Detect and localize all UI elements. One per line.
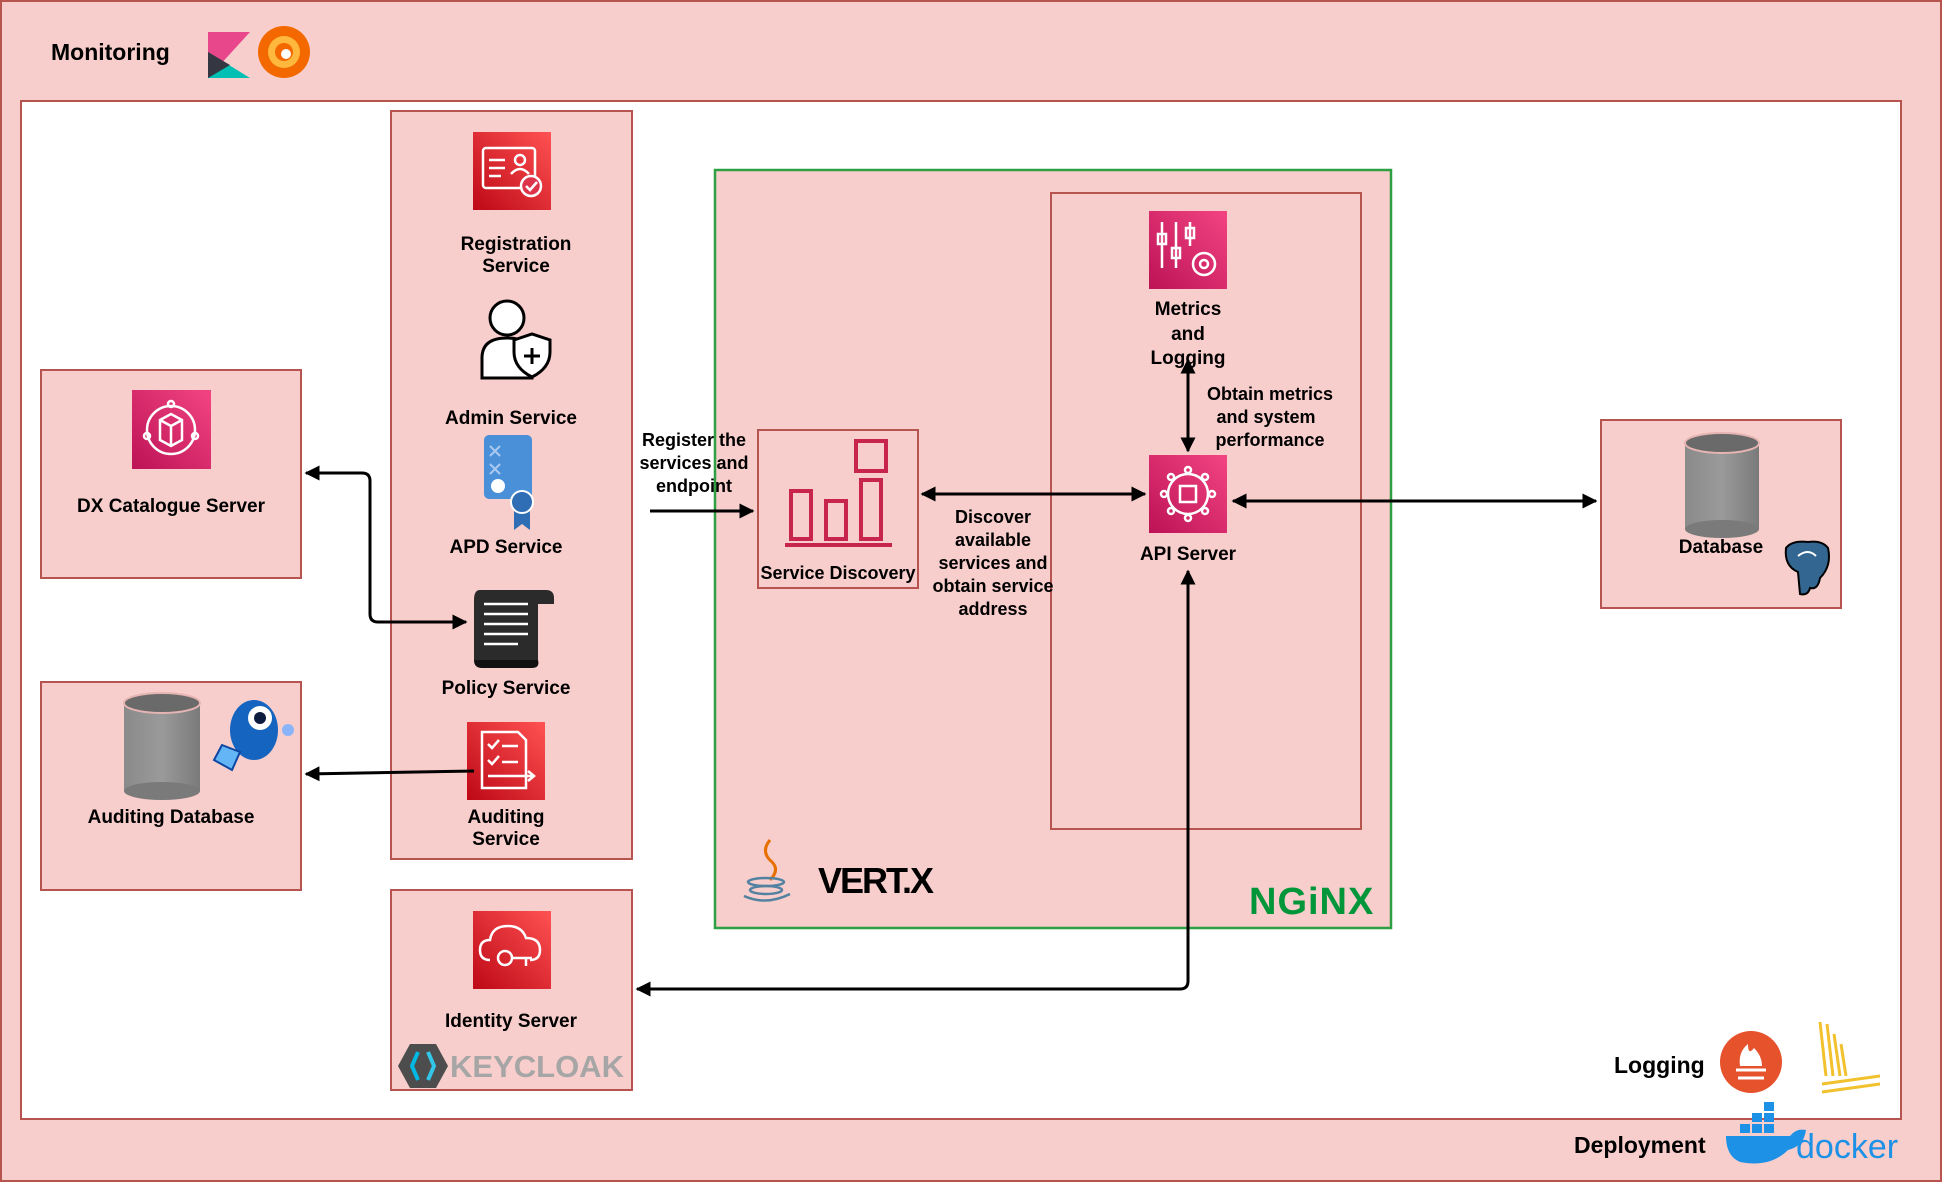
identity-label: Identity Server bbox=[445, 1011, 578, 1032]
metrics-label-2: and bbox=[1171, 324, 1205, 345]
prometheus-logo bbox=[1720, 1031, 1782, 1093]
svg-text:docker: docker bbox=[1796, 1128, 1898, 1166]
postgresql-elephant-icon bbox=[1784, 540, 1830, 596]
bar-chart-icon bbox=[785, 439, 892, 547]
discover-edge-label: Discover available services and obtain s… bbox=[932, 507, 1053, 619]
auditing-service[interactable]: Auditing Service bbox=[467, 722, 545, 850]
loki-logo bbox=[1818, 1021, 1881, 1094]
svg-text:performance: performance bbox=[1215, 430, 1324, 450]
service-discovery[interactable]: Service Discovery bbox=[757, 429, 919, 589]
admin-service[interactable]: Admin Service bbox=[445, 299, 577, 429]
scroll-document-icon bbox=[474, 590, 554, 668]
svg-text:and system: and system bbox=[1216, 407, 1315, 427]
registration-icon bbox=[473, 132, 551, 210]
registration-label-2: Service bbox=[482, 256, 550, 277]
metrics-label-1: Metrics bbox=[1155, 299, 1222, 320]
svg-text:NGiNX: NGiNX bbox=[1249, 881, 1374, 923]
database[interactable]: Database bbox=[1600, 419, 1842, 609]
svg-text:VERT.X: VERT.X bbox=[818, 860, 934, 901]
grafana-logo bbox=[258, 26, 310, 78]
auditing-service-label-2: Service bbox=[472, 829, 540, 850]
cloud-key-icon bbox=[473, 911, 551, 989]
registration-service[interactable]: Registration Service bbox=[461, 132, 572, 277]
register-edge-label: Register the services and endpoint bbox=[639, 430, 748, 496]
deployment-label: Deployment bbox=[1574, 1132, 1706, 1158]
metrics-settings-icon bbox=[1149, 211, 1227, 289]
vertx-logo: VERT.X bbox=[818, 860, 936, 901]
database-label: Database bbox=[1679, 537, 1764, 558]
auditing-service-label-1: Auditing bbox=[467, 807, 544, 828]
admin-label: Admin Service bbox=[445, 408, 577, 429]
auditing-database[interactable]: Auditing Database bbox=[40, 681, 302, 891]
svg-text:Discover: Discover bbox=[955, 507, 1031, 527]
svg-text:services and: services and bbox=[938, 553, 1047, 573]
edge-identity bbox=[635, 569, 1196, 997]
docker-logo: docker bbox=[1726, 1102, 1898, 1166]
policy-label: Policy Service bbox=[442, 678, 571, 699]
auditing-database-label: Auditing Database bbox=[88, 807, 255, 828]
logging-label: Logging bbox=[1614, 1052, 1705, 1078]
keycloak-logo: KEYCLOAK bbox=[398, 1044, 625, 1088]
nginx-logo: NGiNX bbox=[1249, 881, 1374, 923]
api-server-label: API Server bbox=[1140, 544, 1237, 565]
policy-service[interactable]: Policy Service bbox=[442, 590, 571, 699]
identity-server[interactable]: Identity Server KEYCLOAK bbox=[390, 889, 633, 1091]
svg-text:Obtain metrics: Obtain metrics bbox=[1207, 384, 1333, 404]
database-cylinder-icon bbox=[1684, 432, 1760, 538]
svg-text:KEYCLOAK: KEYCLOAK bbox=[450, 1049, 625, 1084]
registration-label-1: Registration bbox=[461, 234, 572, 255]
database-cylinder-icon bbox=[123, 692, 201, 800]
svg-text:services and: services and bbox=[639, 453, 748, 473]
metrics-edge-label: Obtain metrics and system performance bbox=[1207, 384, 1333, 450]
svg-text:Register the: Register the bbox=[642, 430, 746, 450]
kibana-logo bbox=[208, 32, 250, 78]
api-server[interactable]: API Server bbox=[1140, 455, 1237, 565]
apd-service[interactable]: APD Service bbox=[449, 435, 563, 558]
service-discovery-label: Service Discovery bbox=[760, 563, 915, 583]
user-shield-icon bbox=[480, 299, 552, 380]
svg-text:address: address bbox=[958, 599, 1027, 619]
svg-text:obtain service: obtain service bbox=[932, 576, 1053, 596]
dx-catalogue-label: DX Catalogue Server bbox=[77, 496, 266, 517]
edge-audit-db bbox=[304, 766, 475, 782]
svg-text:available: available bbox=[955, 530, 1031, 550]
mongodb-mascot-icon bbox=[212, 700, 294, 772]
dx-catalogue-server[interactable]: DX Catalogue Server bbox=[40, 369, 302, 579]
monitoring-label: Monitoring bbox=[51, 39, 170, 65]
edge-dx-policy bbox=[304, 465, 468, 630]
apd-label: APD Service bbox=[449, 537, 562, 558]
svg-text:endpoint: endpoint bbox=[656, 476, 732, 496]
certificate-icon bbox=[484, 435, 534, 530]
